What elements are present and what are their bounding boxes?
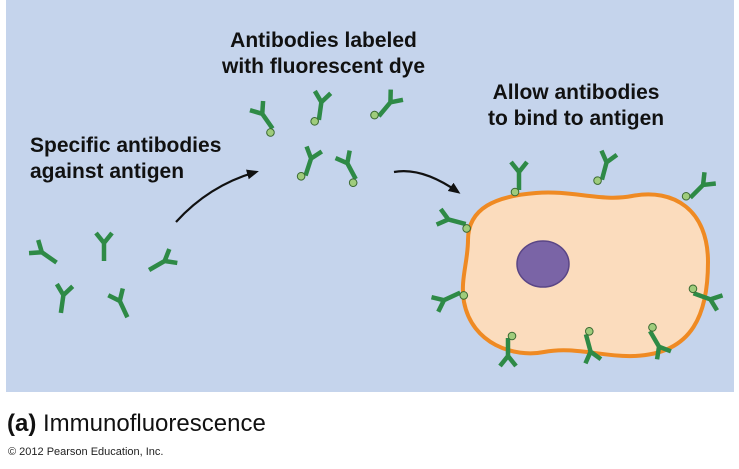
labeled-antibody-icon <box>577 327 601 364</box>
immunofluorescence-figure <box>6 0 734 392</box>
labeled-antibody-icon <box>296 147 322 181</box>
arrow-to-labeled <box>175 169 259 223</box>
labeled-antibody-icon <box>681 172 716 207</box>
labeled-antibody-icon <box>310 91 331 126</box>
labeled-antibody-icon <box>511 162 527 197</box>
labeled-antibody-icon <box>500 331 516 366</box>
labeled-antibody-icon <box>437 209 471 233</box>
labeled-antibody-icon <box>685 284 722 311</box>
labeled-antibody-icon <box>250 101 282 137</box>
caption-title: Immunofluorescence <box>43 410 266 437</box>
label-specific-antibodies: Specific antibodies against antigen <box>30 134 222 183</box>
labeled-antibody-icon <box>593 151 617 185</box>
copyright-notice: © 2012 Pearson Education, Inc. <box>8 446 164 458</box>
labeled-antibody-icon <box>640 323 671 359</box>
figure-caption: (a) Immunofluorescence <box>7 409 266 439</box>
label-bind-to-antigen: Allow antibodies to bind to antigen <box>488 81 665 130</box>
arrow-to-cell <box>393 170 461 194</box>
labeled-antibody-icon <box>370 90 403 126</box>
cell-body <box>460 190 711 359</box>
label-labeled-antibodies: Antibodies labeled with fluorescent dye <box>222 29 426 78</box>
cell-nucleus <box>516 240 570 288</box>
labeled-antibodies <box>250 90 403 188</box>
labeled-antibody-icon <box>336 151 366 188</box>
bound-antibodies <box>431 151 722 366</box>
caption-letter: (a) <box>7 410 37 437</box>
labeled-antibody-icon <box>431 283 469 312</box>
